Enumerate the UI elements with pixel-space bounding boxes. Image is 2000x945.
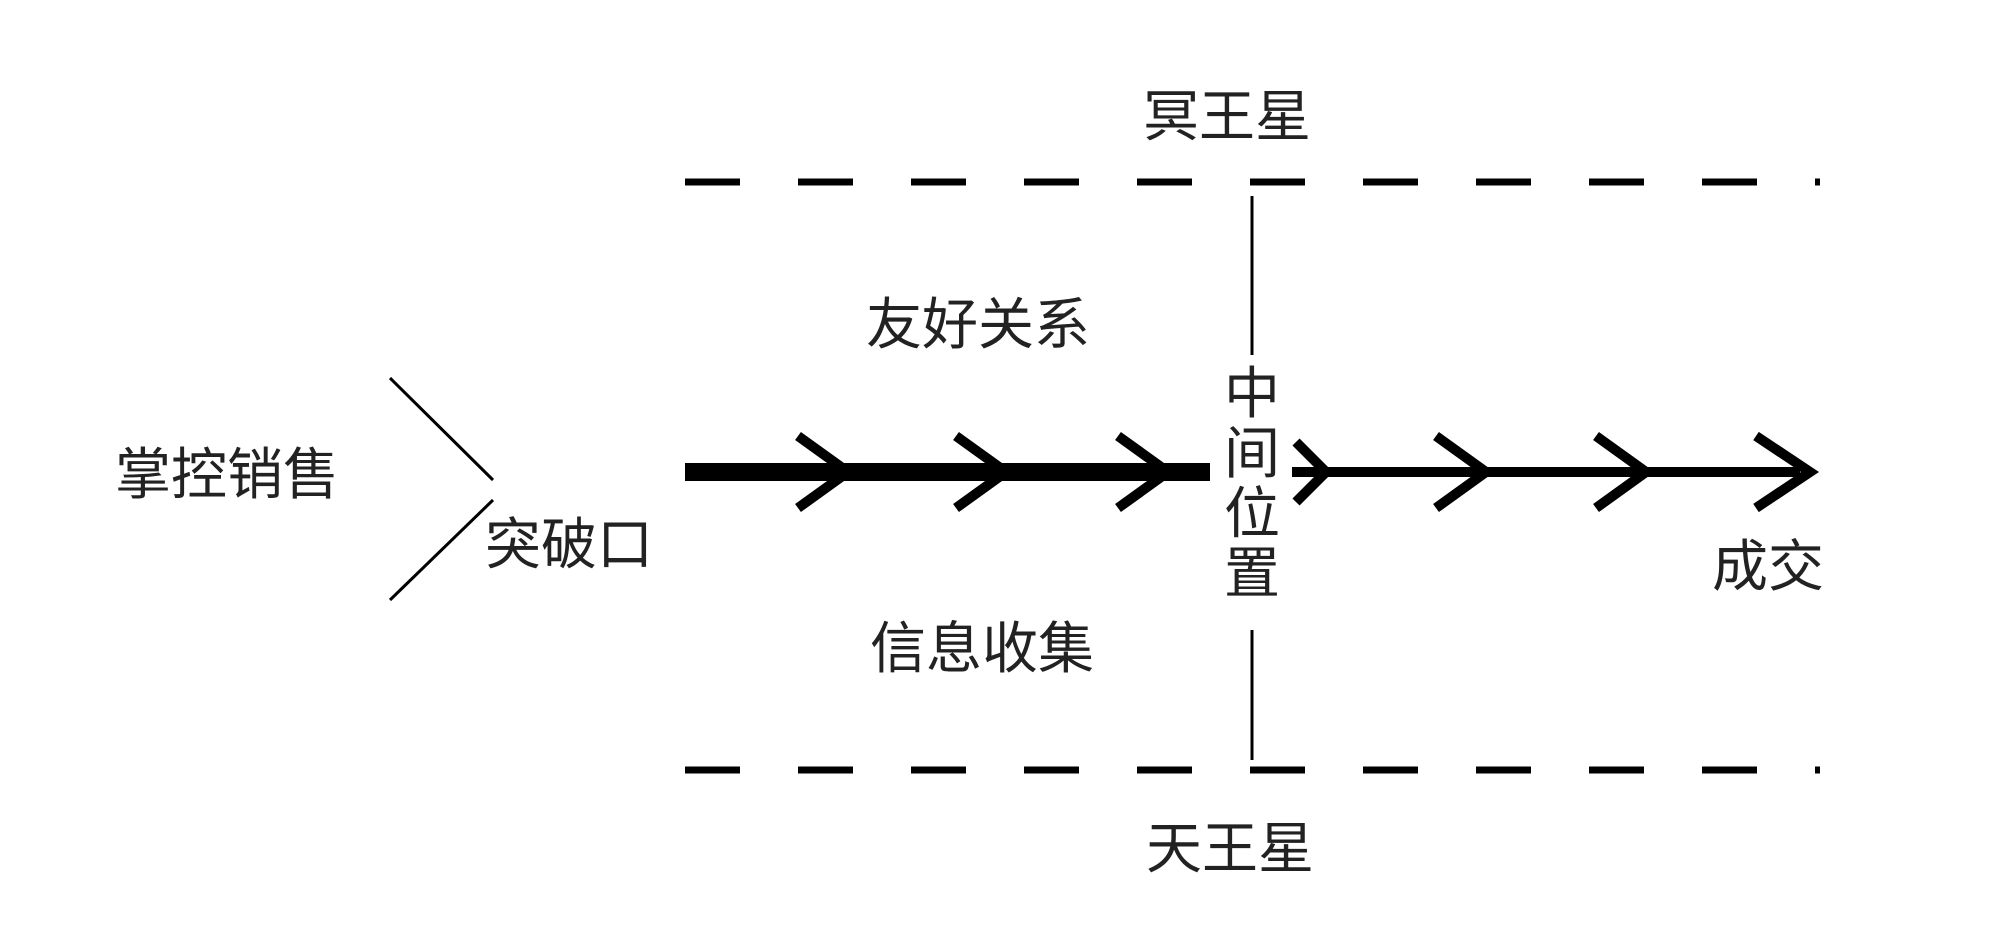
funnel-lower-line <box>388 498 495 602</box>
entry-label: 突破口 <box>485 513 653 578</box>
bottom-label: 天王星 <box>1146 817 1314 882</box>
left-label: 掌控销售 <box>115 443 339 508</box>
lower-region-label: 信息收集 <box>870 617 1094 682</box>
funnel-upper-line <box>388 376 495 482</box>
top-label: 冥王星 <box>1143 85 1311 150</box>
chevron-arrow-2 <box>953 431 1015 513</box>
chevron-arrow-5 <box>1433 431 1495 513</box>
chevron-arrow-6 <box>1593 431 1655 513</box>
chevron-arrow-4 <box>1292 438 1334 506</box>
upper-region-label: 友好关系 <box>866 293 1090 358</box>
chevron-arrow-1 <box>795 431 857 513</box>
chevron-arrow-head <box>1753 431 1820 513</box>
chevron-arrow-3 <box>1115 431 1177 513</box>
end-label: 成交 <box>1712 535 1824 600</box>
middle-vertical-label: 中间位置 <box>1224 362 1280 607</box>
